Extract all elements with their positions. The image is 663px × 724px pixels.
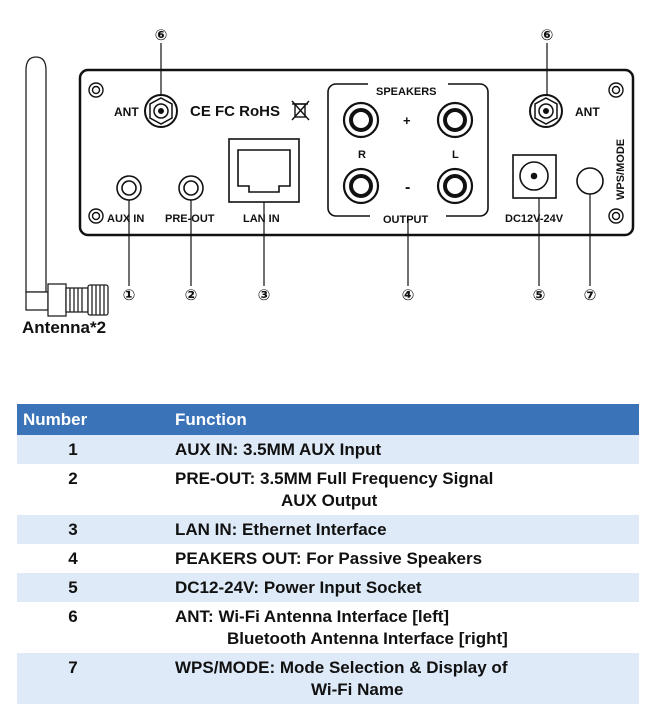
table-row: 5 DC12-24V: Power Input Socket — [17, 573, 639, 602]
row-function-continuation: Wi-Fi Name — [311, 680, 404, 699]
table-row: 3 LAN IN: Ethernet Interface — [17, 515, 639, 544]
row-function: ANT: Wi-Fi Antenna Interface [left] Blue… — [169, 602, 639, 653]
table-header-row: Number Function — [17, 404, 639, 435]
table-row: 2 PRE-OUT: 3.5MM Full Frequency Signal A… — [17, 464, 639, 515]
row-number: 2 — [68, 469, 78, 488]
certification-marks: CE FC RoHS — [190, 103, 280, 120]
row-number: 4 — [68, 549, 78, 568]
table-row: 4 PEAKERS OUT: For Passive Speakers — [17, 544, 639, 573]
row-function-line: ANT: Wi-Fi Antenna Interface [left] — [175, 607, 450, 626]
header-number: Number — [17, 404, 169, 435]
row-function: WPS/MODE: Mode Selection & Display of Wi… — [169, 653, 639, 704]
row-function-line: WPS/MODE: Mode Selection & Display of — [175, 658, 508, 677]
callout-2: ② — [185, 287, 198, 304]
speakers-label: SPEAKERS — [376, 86, 437, 98]
row-function-continuation: Bluetooth Antenna Interface [right] — [227, 629, 508, 648]
row-function-line: AUX IN: 3.5MM AUX Input — [175, 440, 382, 459]
output-label: OUTPUT — [383, 214, 429, 226]
callout-6-left: ⑥ — [155, 27, 168, 44]
row-function: DC12-24V: Power Input Socket — [169, 573, 639, 602]
callout-5: ⑤ — [533, 287, 546, 304]
minus-sign: - — [405, 179, 410, 196]
row-function-line: DC12-24V: Power Input Socket — [175, 578, 422, 597]
row-number: 1 — [17, 435, 169, 464]
ant-left-label: ANT — [114, 105, 139, 119]
speaker-terminal-icon — [342, 101, 474, 205]
plus-sign: + — [403, 113, 411, 128]
row-function-line: PEAKERS OUT: For Passive Speakers — [175, 549, 483, 568]
lan-in-label: LAN IN — [243, 213, 280, 225]
antenna-caption: Antenna*2 — [22, 318, 107, 337]
row-number: 5 — [17, 573, 169, 602]
row-function: PEAKERS OUT: For Passive Speakers — [169, 544, 639, 573]
aux-in-label: AUX IN — [107, 213, 144, 225]
channel-r-label: R — [358, 149, 366, 161]
panel-outline — [78, 68, 635, 237]
callout-7: ⑦ — [584, 287, 597, 304]
row-function-continuation: AUX Output — [281, 491, 378, 510]
header-function: Function — [169, 404, 639, 435]
row-number: 6 — [68, 607, 78, 626]
callout-6-right: ⑥ — [541, 27, 554, 44]
rear-panel-diagram: ANT CE FC RoHS AUX IN PRE-OUT LAN IN SPE… — [25, 27, 635, 317]
row-number: 3 — [17, 515, 169, 544]
callout-1: ① — [123, 287, 136, 304]
callout-4: ④ — [402, 287, 415, 304]
row-function: AUX IN: 3.5MM AUX Input — [169, 435, 639, 464]
row-function: PRE-OUT: 3.5MM Full Frequency Signal AUX… — [169, 464, 639, 515]
pre-out-label: PRE-OUT — [165, 213, 215, 225]
weee-bin-icon — [291, 100, 310, 121]
row-number: 7 — [17, 653, 169, 704]
dc-label: DC12V-24V — [505, 213, 564, 225]
antenna-illustration — [25, 56, 109, 317]
channel-l-label: L — [452, 149, 459, 161]
dc-power-socket-icon — [512, 154, 557, 199]
table-row: 7 WPS/MODE: Mode Selection & Display of … — [17, 653, 639, 704]
row-function-line: PRE-OUT: 3.5MM Full Frequency Signal — [175, 469, 494, 488]
leader-lines — [128, 43, 591, 286]
row-function: LAN IN: Ethernet Interface — [169, 515, 639, 544]
ant-right-label: ANT — [575, 105, 600, 119]
table-row: 1 AUX IN: 3.5MM AUX Input — [17, 435, 639, 464]
antenna-connector-right-icon — [529, 94, 563, 128]
function-table: Number Function 1 AUX IN: 3.5MM AUX Inpu… — [17, 404, 639, 704]
screw-icon — [88, 82, 624, 224]
row-function-line: LAN IN: Ethernet Interface — [175, 520, 387, 539]
table-row: 6 ANT: Wi-Fi Antenna Interface [left] Bl… — [17, 602, 639, 653]
wps-mode-label: WPS/MODE — [615, 139, 627, 200]
callout-3: ③ — [258, 287, 271, 304]
